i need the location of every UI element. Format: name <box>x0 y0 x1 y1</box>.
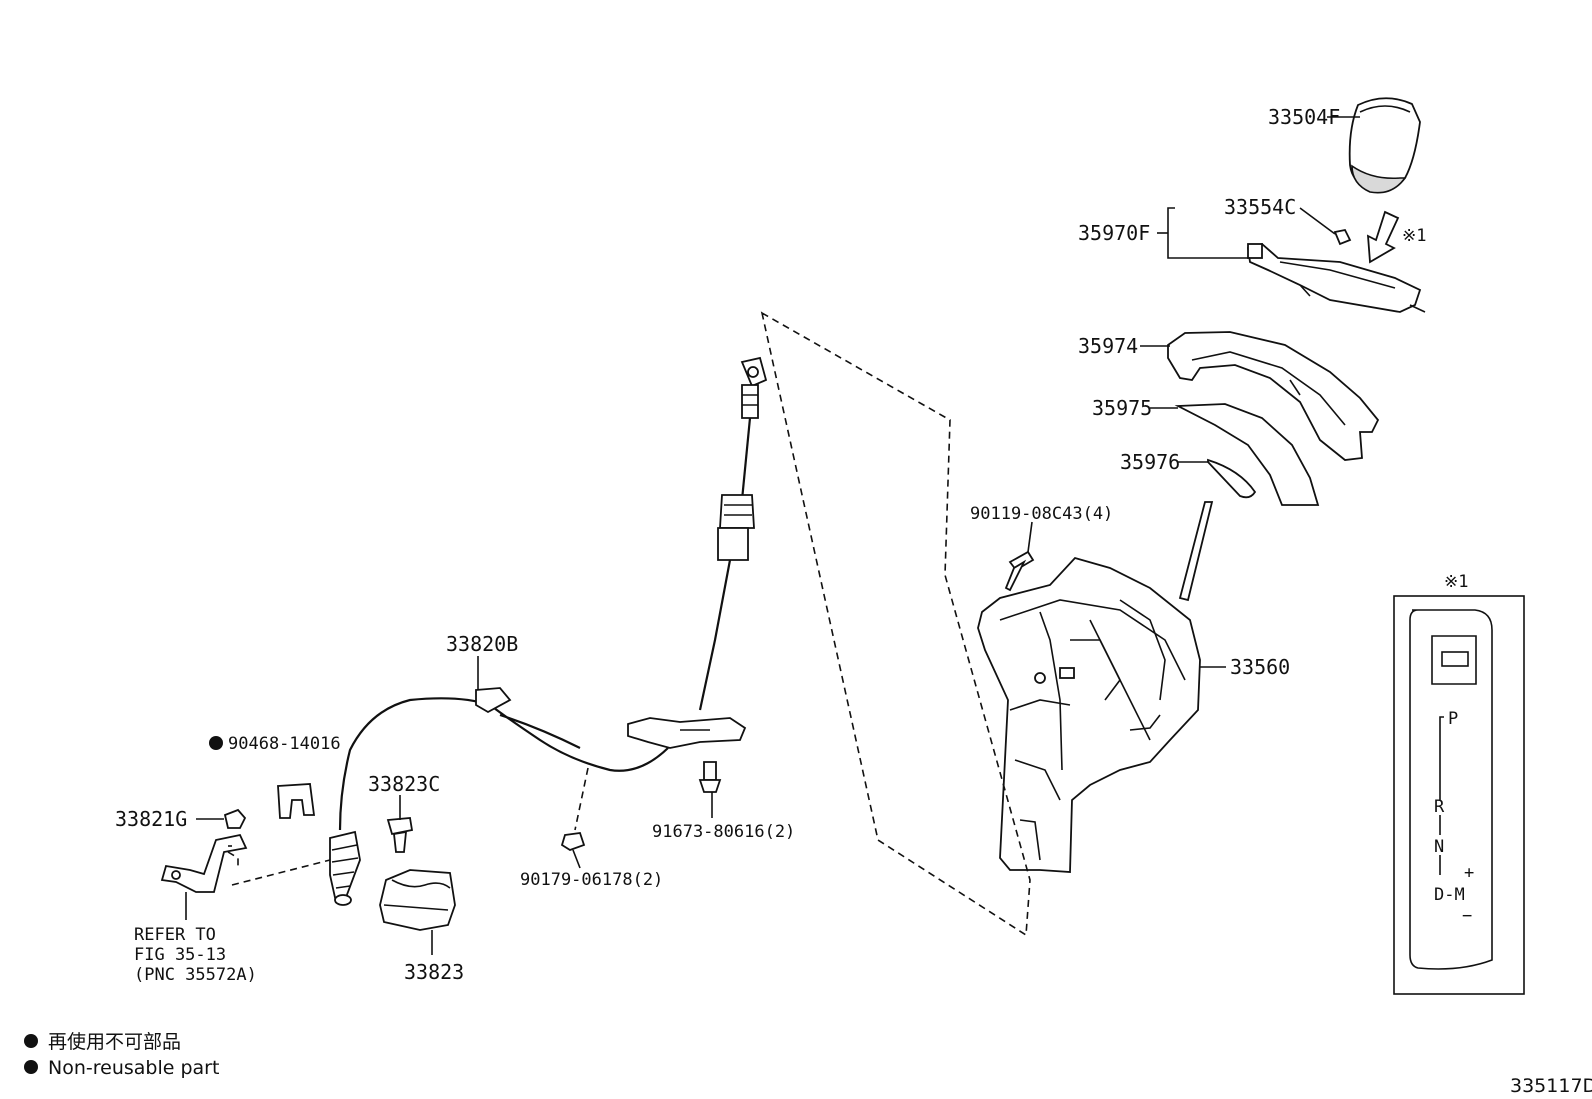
callout-33823C: 33823C <box>368 772 440 796</box>
callout-33554C: 33554C <box>1224 195 1296 219</box>
bolt-33823C-part <box>386 817 414 853</box>
callout-33821G: 33821G <box>115 807 187 831</box>
shift-knob-part <box>1348 97 1421 194</box>
non-reusable-bullet-icon <box>209 736 223 750</box>
inset-frame <box>1393 595 1525 995</box>
callout-91673-80616: 91673-80616(2) <box>652 822 795 842</box>
callout-33560: 33560 <box>1230 655 1290 679</box>
callout-35976: 35976 <box>1120 450 1180 474</box>
callout-90119-08C43: 90119-08C43(4) <box>970 504 1113 524</box>
gear-p: P <box>1448 709 1458 729</box>
nut-33821G-part <box>223 808 247 829</box>
gear-plus: + <box>1464 863 1474 883</box>
refer-line-2: FIG 35-13 <box>134 945 226 965</box>
dust-strip-part <box>1207 458 1257 499</box>
callout-33504F: 33504F <box>1268 105 1340 129</box>
down-arrow-icon <box>1366 210 1400 264</box>
callout-35970F: 35970F <box>1078 221 1150 245</box>
legend-japanese: 再使用不可部品 <box>48 1031 181 1053</box>
indicator-housing-part <box>1246 228 1426 313</box>
note-mark: ※1 <box>1402 226 1426 246</box>
legend-bullet-icon <box>24 1034 38 1048</box>
callout-90179-06178: 90179-06178(2) <box>520 870 663 890</box>
clip-90468-part <box>277 783 316 819</box>
bolt-91673-part <box>698 761 722 793</box>
nut-90179-part <box>560 832 586 851</box>
shift-indicator-inset <box>1409 609 1493 970</box>
callout-90468-14016: 90468-14016 <box>228 734 341 754</box>
callout-35974: 35974 <box>1078 334 1138 358</box>
legend-bullet-icon-2 <box>24 1060 38 1074</box>
legend-english: Non-reusable part <box>48 1057 219 1079</box>
callout-33823: 33823 <box>404 960 464 984</box>
callout-33820B: 33820B <box>446 632 518 656</box>
gear-d-m: D-M <box>1434 885 1465 905</box>
slide-plate-part <box>1174 403 1320 506</box>
inset-title: ※1 <box>1444 572 1468 592</box>
cable-bracket-part <box>160 833 248 893</box>
gear-minus: − <box>1462 906 1472 926</box>
gear-n: N <box>1434 837 1444 857</box>
refer-line-3: (PNC 35572A) <box>134 965 257 985</box>
retainer-33823-part <box>379 869 456 931</box>
gear-r: R <box>1434 797 1445 817</box>
control-cable-part <box>329 356 768 906</box>
shift-lever-assembly-part <box>977 501 1214 873</box>
refer-line-1: REFER TO <box>134 925 216 945</box>
bolt-90119-part <box>1004 550 1035 592</box>
figure-code: 335117D <box>1510 1075 1592 1097</box>
shift-cover-part <box>1167 331 1380 461</box>
callout-35975: 35975 <box>1092 396 1152 420</box>
